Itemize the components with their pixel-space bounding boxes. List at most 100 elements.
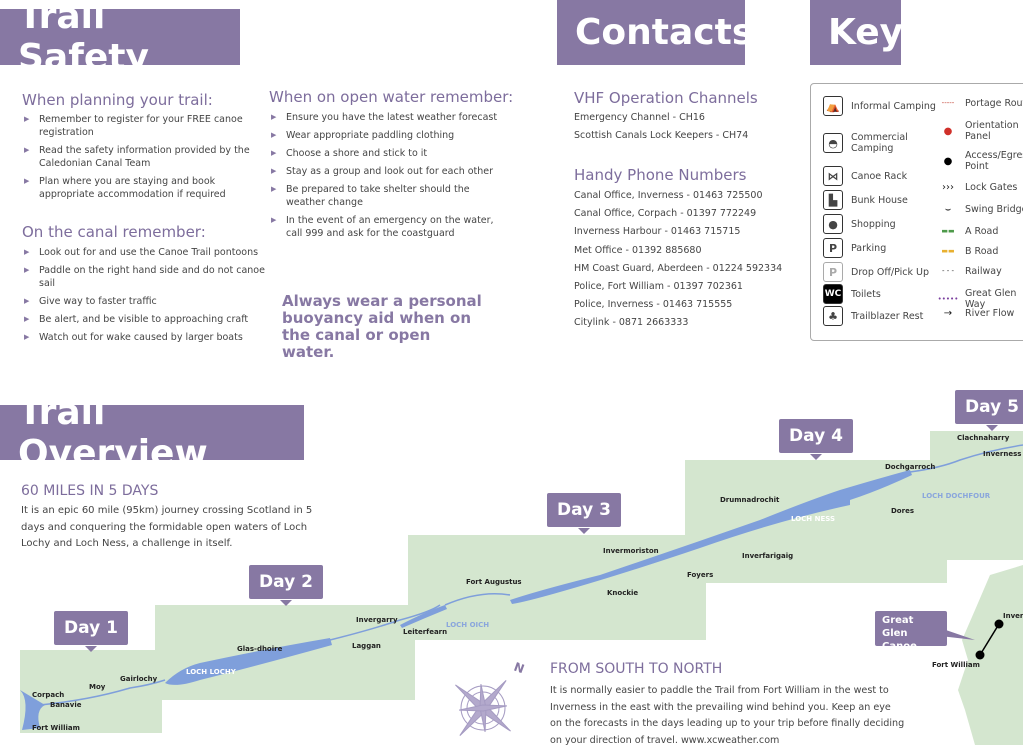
key-item: ●Shopping [823,214,948,234]
commercial-camping-icon: ◓ [823,133,843,153]
town-clachnaharry: Clachnaharry [957,434,1010,442]
town-banavie: Banavie [50,701,82,709]
key-item-label: Bunk House [851,194,908,206]
list-item: Wear appropriate paddling clothing [269,129,509,142]
key-item-label: Commercial Camping [851,132,908,154]
key-item: ⋈ Canoe Rack [823,166,948,186]
key-item: ◓ Commercial Camping [823,132,948,154]
key-item-label: Parking [851,242,887,254]
waterway [20,444,1023,730]
lock-gates-icon: ››› [942,182,954,193]
list-item: Remember to register for your FREE canoe… [22,113,257,139]
list-item: Watch out for wake caused by larger boat… [22,331,267,344]
inset-map: Inverness Fort William [932,612,1023,669]
list-item: Choose a shore and stick to it [269,147,509,160]
phone-item: Citylink - 0871 2663333 [574,317,689,329]
key-item-label: Toilets [851,288,881,300]
overview-subtitle: 60 MILES IN 5 DAYS [21,483,159,499]
vhf-item: Emergency Channel - CH16 [574,112,705,123]
town-leiterfearn: Leiterfearn [403,628,447,636]
key-item-label: Trailblazer Rest [851,310,924,322]
overview-intro: It is an epic 60 mile (95km) journey cro… [21,505,313,549]
key-item: ››› Lock Gates [937,182,1023,193]
canal-list: Look out for and use the Canoe Trail pon… [22,246,267,349]
key-item: ♣ Trailblazer Rest [823,306,948,326]
key-item: ⌣ Swing Bridge [937,204,1023,215]
phone-heading: Handy Phone Numbers [574,166,747,184]
town-laggan: Laggan [352,642,381,650]
key-item-label: Portage Route [965,98,1023,109]
list-item: Ensure you have the latest weather forec… [269,111,509,124]
key-item-label: Access/Egress Point [965,150,1023,172]
key-item-label: Lock Gates [965,182,1018,193]
inset-fort-william: Fort William [932,661,980,669]
direction-text: It is normally easier to paddle the Trai… [550,685,905,746]
town-moy: Moy [89,683,106,691]
key-item-label: Railway [965,266,1002,277]
list-item: Be alert, and be visible to approaching … [22,313,267,326]
list-item: In the event of an emergency on the wate… [269,214,509,240]
compass-rose-icon: N [455,660,526,736]
bunk-house-icon: ▙ [823,190,843,210]
key-item: ●Orientation Panel [937,120,1023,142]
key-title: Key [810,0,903,65]
vhf-heading: VHF Operation Channels [574,89,758,107]
key-item-label: Drop Off/Pick Up [851,266,929,278]
loch-ness-label: LOCH NESS [791,515,835,523]
great-glen-way-icon: ••••• [937,294,959,303]
contacts-title: Contacts [557,0,753,65]
key-item: - - -Railway [937,266,1023,277]
phone-item: Inverness Harbour - 01463 715715 [574,226,741,238]
canoe-rack-icon: ⋈ [823,166,843,186]
town-inverness: Inverness [983,450,1021,458]
drop-off-icon: P [823,262,843,282]
key-item-label: Great Glen Way [965,288,1017,310]
day-3-label: Day 3 [547,493,621,534]
list-item: Read the safety information provided by … [22,144,257,170]
town-fort-augustus: Fort Augustus [466,578,522,586]
tent-icon: ⛺ [823,96,843,116]
town-inverfarigaig: Inverfarigaig [742,552,793,560]
town-corpach: Corpach [32,691,64,699]
list-item: Paddle on the right hand side and do not… [22,264,267,290]
day-5-label: Day 5 [955,390,1023,431]
trailblazer-rest-icon: ♣ [823,306,843,326]
wc-icon: WC [823,284,843,304]
list-item: Stay as a group and look out for each ot… [269,165,509,178]
phone-item: Police, Fort William - 01397 702361 [574,281,743,293]
phone-list: Canal Office, Inverness - 01463 725500 C… [574,187,782,333]
vhf-list: Emergency Channel - CH16 Scottish Canals… [574,109,748,145]
phone-item: Met Office - 01392 885680 [574,244,702,256]
phone-item: HM Coast Guard, Aberdeen - 01224 592334 [574,262,783,274]
town-invermoriston: Invermoriston [603,547,659,555]
key-item: ▬▬B Road [937,246,1023,257]
key-item-label: Canoe Rack [851,170,908,182]
b-road-icon: ▬▬ [941,247,955,255]
key-item: -----Portage Route [937,98,1023,109]
key-item-label: Informal Camping [851,100,936,112]
access-point-icon: ● [943,155,953,167]
key-item-label: River Flow [965,308,1015,319]
river-flow-icon: → [943,308,953,319]
town-invergarry: Invergarry [356,616,398,624]
phone-item: Canal Office, Corpach - 01397 772249 [574,208,757,220]
key-item-label: Shopping [851,218,896,230]
orientation-panel-icon: ● [943,125,953,137]
key-item: → River Flow [937,308,1023,319]
open-water-heading: When on open water remember: [269,88,514,106]
town-dochgarroch: Dochgarroch [885,463,935,471]
list-item: Be prepared to take shelter should the w… [269,183,509,209]
key-item: ••••• Great Glen Way [937,288,1023,310]
inset-inverness: Inverness [1003,612,1023,620]
list-item: Give way to faster traffic [22,295,267,308]
loch-oich-label: LOCH OICH [446,621,489,629]
swing-bridge-icon: ⌣ [944,204,952,215]
canal-heading: On the canal remember: [22,223,206,241]
phone-item: Police, Inverness - 01463 715555 [574,299,733,311]
town-drumnadrochit: Drumnadrochit [720,496,780,504]
key-item-label: Swing Bridge [965,204,1023,215]
key-item: ▙ Bunk House [823,190,948,210]
key-item-label: A Road [965,226,999,237]
town-fort-william: Fort William [32,724,80,732]
a-road-icon: ▬▬ [941,227,955,235]
